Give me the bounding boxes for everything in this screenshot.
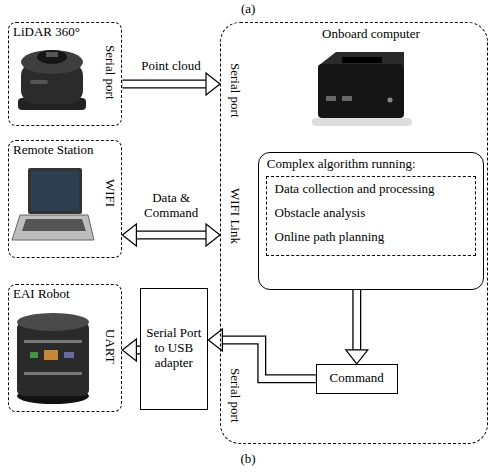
lidar-top (21, 50, 83, 74)
arrow-head (346, 350, 368, 364)
process-box: Complex algorithm running: Data collectio… (258, 152, 484, 290)
device-title: LiDAR 360° (13, 25, 80, 40)
laptop-screen (31, 171, 79, 211)
computer-box: Onboard computerSerial portWIFI LinkSeri… (220, 22, 488, 444)
device-box: LiDAR 360° Serial port (8, 22, 122, 126)
hollow-arrow (122, 339, 140, 361)
laptop-keyboard (22, 219, 86, 231)
computer-slot (342, 57, 382, 63)
computer-photo (312, 52, 412, 126)
robot-top (17, 313, 89, 331)
laptop-lid (28, 168, 82, 214)
task-list-box: Data collection and processingObstacle a… (266, 176, 476, 256)
hollow-arrow (122, 73, 220, 95)
lidar-window (46, 52, 58, 57)
computer-port (326, 96, 336, 101)
hollow-arrow (208, 329, 315, 379)
hollow-arrow (346, 290, 368, 364)
node-title: Onboard computer (322, 27, 420, 42)
device-box: Remote StationWIFI (8, 140, 122, 258)
device-title: Remote Station (13, 143, 94, 158)
arrow-shaft-outline (122, 80, 206, 89)
port-label: WIFI Link (227, 188, 242, 244)
arrow-head (206, 73, 220, 95)
computer-body (318, 64, 404, 118)
computer-port (342, 96, 352, 101)
robot-photo (17, 313, 89, 404)
arrow-shaft-fill (354, 290, 360, 350)
lidar-photo (18, 50, 86, 110)
robot-board (30, 352, 38, 358)
robot-board (44, 350, 58, 360)
figure-label: (a) (241, 2, 255, 17)
device-box: EAI RobotUART (8, 284, 122, 412)
port-label: Serial port (227, 368, 242, 423)
lidar-detail (30, 80, 48, 84)
adapter-box: Serial Port to USB adapter (140, 288, 208, 410)
arrow-shaft-outline (352, 290, 361, 350)
task-item: Data collection and processing (275, 182, 435, 197)
robot-board (64, 352, 74, 358)
hollow-arrow (122, 224, 220, 246)
edge-label: Point cloud (139, 59, 203, 74)
arrow-shaft-outline (136, 231, 206, 240)
robot-body (17, 322, 89, 396)
command-box: Command (316, 364, 398, 394)
arrow-shaft-fill (136, 232, 206, 238)
edge-label: Data & Command (138, 191, 204, 221)
computer-led (388, 98, 393, 103)
laptop-base (12, 215, 94, 240)
robot-band (24, 340, 82, 343)
arrow-head (122, 224, 136, 246)
laptop-photo (12, 168, 94, 240)
port-label: Serial port (227, 63, 242, 118)
computer-top (318, 52, 404, 66)
figure-label: (b) (241, 452, 256, 467)
process-title: Complex algorithm running: (267, 157, 416, 172)
command-label: Command (330, 371, 384, 386)
task-item: Obstacle analysis (275, 206, 366, 221)
port-label: UART (102, 329, 117, 364)
task-item: Online path planning (275, 230, 385, 245)
port-label: Serial port (102, 45, 117, 100)
port-label: WIFI (102, 179, 117, 207)
arrow-head (206, 224, 220, 246)
adapter-label: Serial Port to USB adapter (145, 326, 203, 371)
computer-shadow (312, 118, 412, 126)
lidar-turret (37, 50, 67, 64)
arrow-head (122, 339, 136, 361)
device-title: EAI Robot (13, 287, 70, 302)
robot-band (24, 372, 82, 375)
arrow-shaft-fill (122, 81, 206, 87)
